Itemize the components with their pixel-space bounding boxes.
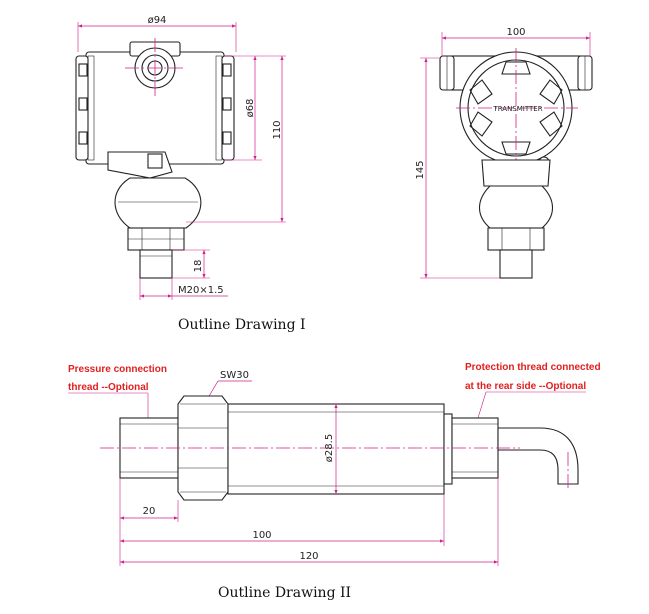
dim-front-thread-label: M20×1.5 bbox=[178, 285, 224, 296]
side-view: 100 TRANSMITTER bbox=[415, 27, 593, 279]
dim-front-nut: 18 bbox=[172, 249, 210, 279]
caption-drawing-1: Outline Drawing I bbox=[178, 317, 306, 333]
dim-hex-label: SW30 bbox=[220, 370, 249, 381]
note-right-line2: at the rear side --Optional bbox=[465, 381, 586, 392]
note-left-line2: thread --Optional bbox=[68, 382, 149, 393]
transmitter-label: TRANSMITTER bbox=[492, 105, 542, 113]
neck bbox=[114, 177, 202, 229]
dim-side-height-label: 145 bbox=[415, 160, 426, 179]
dim-dia-label: ø28.5 bbox=[324, 434, 335, 462]
dim-front-width: ø94 bbox=[77, 15, 237, 52]
dim-side-width-label: 100 bbox=[506, 27, 525, 38]
note-right-line1: Protection thread connected bbox=[465, 362, 601, 373]
housing bbox=[75, 38, 235, 179]
caption-drawing-2: Outline Drawing II bbox=[218, 585, 351, 601]
dim-total-label: 120 bbox=[299, 551, 318, 562]
dim-front-body-dia-label: ø68 bbox=[245, 99, 256, 118]
dim-thread-len-label: 20 bbox=[143, 506, 156, 517]
dim-body-len-label: 100 bbox=[252, 530, 271, 541]
dim-front-nut-label: 18 bbox=[193, 260, 204, 273]
drawing-2: Pressure connection thread --Optional Pr… bbox=[68, 362, 601, 566]
dim-front-thread: M20×1.5 bbox=[139, 278, 228, 300]
front-view: ø94 bbox=[75, 15, 286, 300]
dim-front-height-label: 110 bbox=[272, 120, 283, 139]
dim-side-width: 100 bbox=[441, 27, 591, 58]
dim-side-height: 145 bbox=[415, 57, 500, 279]
dim-front-width-label: ø94 bbox=[148, 15, 167, 26]
dim-front-right: ø68 110 bbox=[186, 55, 286, 223]
hex-nut bbox=[127, 227, 185, 279]
note-left-line1: Pressure connection bbox=[68, 364, 167, 375]
